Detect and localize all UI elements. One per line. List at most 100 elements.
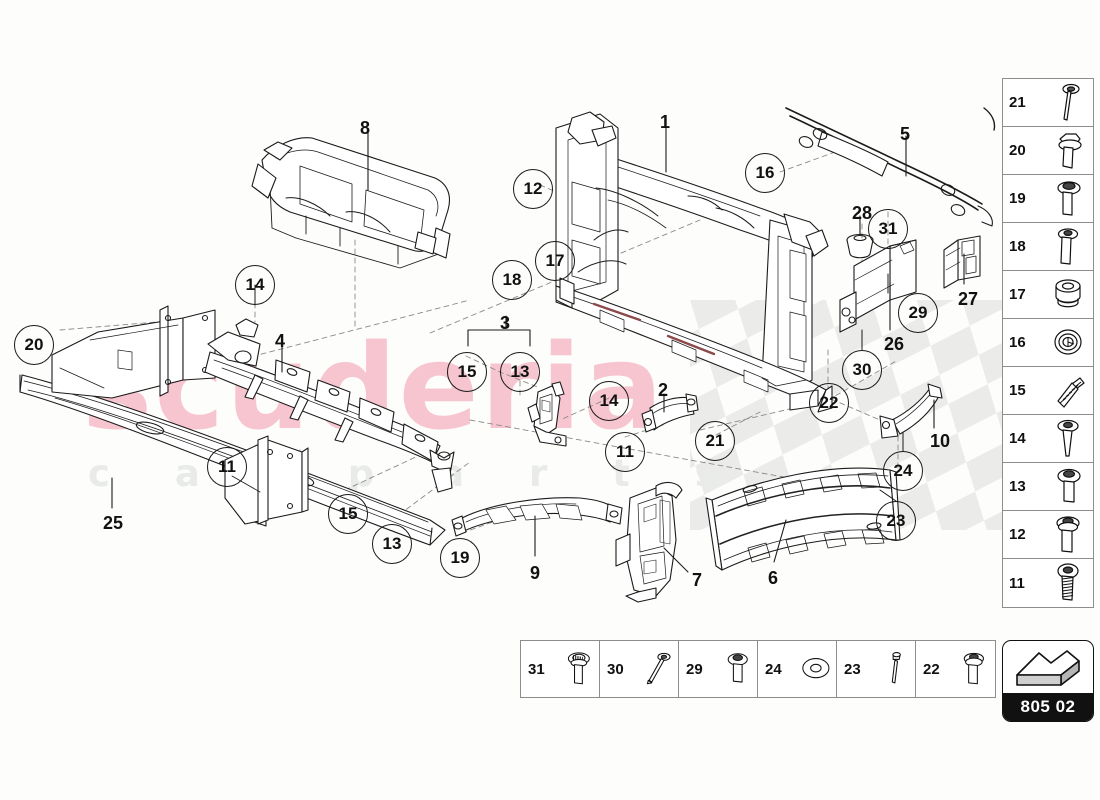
part-label-7: 7 <box>692 570 703 590</box>
long-slim-bolt-icon <box>635 648 678 690</box>
hardware-number-31: 31 <box>528 660 545 678</box>
hardware-legend-sidebar: 21 20 19 18 17 16 15 14 13 12 11 <box>1002 78 1094 608</box>
part-tie-rod-linkage <box>785 107 996 227</box>
part-reinforcement-strut <box>451 497 623 537</box>
hardware-number-19: 19 <box>1009 190 1026 207</box>
torx-pan-bolt-icon <box>1041 223 1093 270</box>
callout-bubble-11[interactable]: 11 <box>207 447 247 487</box>
callout-bubble-29[interactable]: 29 <box>898 293 938 333</box>
hardware-number-13: 13 <box>1009 478 1026 495</box>
part-label-25: 25 <box>103 513 124 533</box>
hardware-row-11[interactable]: 11 <box>1003 559 1093 607</box>
hardware-cell-24[interactable]: 24 <box>758 641 837 697</box>
hardware-number-23: 23 <box>844 660 861 678</box>
hardware-row-17[interactable]: 17 <box>1003 271 1093 319</box>
part-label-27: 27 <box>958 289 979 309</box>
callout-bubble-13[interactable]: 13 <box>372 524 412 564</box>
callout-bubble-17[interactable]: 17 <box>535 241 575 281</box>
part-label-1: 1 <box>660 112 671 132</box>
part-label-26: 26 <box>884 334 905 354</box>
hardware-cell-22[interactable]: 22 <box>916 641 995 697</box>
callout-bubble-14[interactable]: 14 <box>235 265 275 305</box>
hardware-cell-23[interactable]: 23 <box>837 641 916 697</box>
hardware-number-24: 24 <box>765 660 782 678</box>
part-small-support-bracket <box>641 393 699 433</box>
part-retaining-clip <box>943 235 981 289</box>
part-label-3: 3 <box>500 313 511 333</box>
part-upper-cross-member <box>204 318 455 493</box>
part-front-end-carrier <box>555 111 833 413</box>
callout-bubble-31[interactable]: 31 <box>868 209 908 249</box>
hex-flange-bolt-icon <box>1041 127 1093 174</box>
callout-bubble-14[interactable]: 14 <box>589 381 629 421</box>
leader-lines <box>111 125 965 573</box>
tapered-torx-screw-icon <box>1041 415 1093 462</box>
part-label-9: 9 <box>530 563 541 583</box>
hardware-number-17: 17 <box>1009 286 1026 303</box>
hardware-row-12[interactable]: 12 <box>1003 511 1093 559</box>
callout-bubble-19[interactable]: 19 <box>440 538 480 578</box>
callout-bubble-11[interactable]: 11 <box>605 432 645 472</box>
callout-bubble-15[interactable]: 15 <box>328 494 368 534</box>
page-code-number: 805 02 <box>1003 693 1093 721</box>
callout-bubble-18[interactable]: 18 <box>492 260 532 300</box>
hardware-row-20[interactable]: 20 <box>1003 127 1093 175</box>
hardware-row-16[interactable]: 16 <box>1003 319 1093 367</box>
hardware-row-15[interactable]: 15 <box>1003 367 1093 415</box>
hardware-number-12: 12 <box>1009 526 1026 543</box>
hardware-cell-29[interactable]: 29 <box>679 641 758 697</box>
hardware-cell-30[interactable]: 30 <box>600 641 679 697</box>
callout-bubble-22[interactable]: 22 <box>809 383 849 423</box>
callout-bubble-30[interactable]: 30 <box>842 350 882 390</box>
hardware-number-20: 20 <box>1009 142 1026 159</box>
hardware-number-16: 16 <box>1009 334 1026 351</box>
self-tapping-screw-icon <box>1041 367 1093 414</box>
hardware-row-21[interactable]: 21 <box>1003 79 1093 127</box>
hardware-number-11: 11 <box>1009 574 1025 592</box>
part-curved-support-arm <box>879 383 943 439</box>
callout-bubble-21[interactable]: 21 <box>695 421 735 461</box>
callout-bubble-24[interactable]: 24 <box>883 451 923 491</box>
part-rubber-stop-buffer <box>846 233 874 259</box>
torx-collar-bolt-icon <box>1041 511 1093 558</box>
hardware-legend-bottom-strip: 31 30 29 24 23 22 <box>520 640 996 698</box>
part-label-10: 10 <box>930 431 951 451</box>
part-label-4: 4 <box>275 331 286 351</box>
hardware-row-19[interactable]: 19 <box>1003 175 1093 223</box>
part-left-crash-box <box>51 305 216 399</box>
callout-bubble-23[interactable]: 23 <box>876 501 916 541</box>
round-bushing-icon <box>1041 319 1093 366</box>
thin-shoulder-bolt-icon <box>872 648 915 690</box>
hardware-number-22: 22 <box>923 660 940 678</box>
torx-flange-bolt-icon <box>714 648 757 690</box>
knurled-flange-bolt-icon <box>556 648 599 690</box>
part-side-mounting-bracket <box>615 481 683 603</box>
coarse-thread-screw-icon <box>1041 559 1093 607</box>
page-code-badge: 805 02 <box>1002 640 1094 722</box>
hardware-cell-31[interactable]: 31 <box>521 641 600 697</box>
callout-bubble-15[interactable]: 15 <box>447 352 487 392</box>
callout-bubble-12[interactable]: 12 <box>513 169 553 209</box>
torx-flange-bolt-icon <box>1041 463 1093 510</box>
part-label-28: 28 <box>852 203 873 223</box>
part-lower-under-tray-panel <box>705 467 901 571</box>
hardware-row-14[interactable]: 14 <box>1003 415 1093 463</box>
part-label-5: 5 <box>900 124 911 144</box>
hardware-number-18: 18 <box>1009 238 1026 255</box>
callout-bubble-20[interactable]: 20 <box>14 325 54 365</box>
flat-washer-icon <box>793 648 836 690</box>
hardware-row-13[interactable]: 13 <box>1003 463 1093 511</box>
part-label-6: 6 <box>768 568 779 588</box>
part-label-8: 8 <box>360 118 371 138</box>
callout-bubble-16[interactable]: 16 <box>745 153 785 193</box>
hardware-number-29: 29 <box>686 660 703 678</box>
torx-collar-bolt-icon <box>951 648 995 690</box>
part-label-2: 2 <box>658 380 669 400</box>
part-air-guide-duct <box>251 137 451 269</box>
hardware-number-14: 14 <box>1009 430 1026 447</box>
hardware-number-15: 15 <box>1009 382 1026 399</box>
hardware-row-18[interactable]: 18 <box>1003 223 1093 271</box>
callout-bubble-13[interactable]: 13 <box>500 352 540 392</box>
bumper-part-icon <box>1003 641 1093 693</box>
